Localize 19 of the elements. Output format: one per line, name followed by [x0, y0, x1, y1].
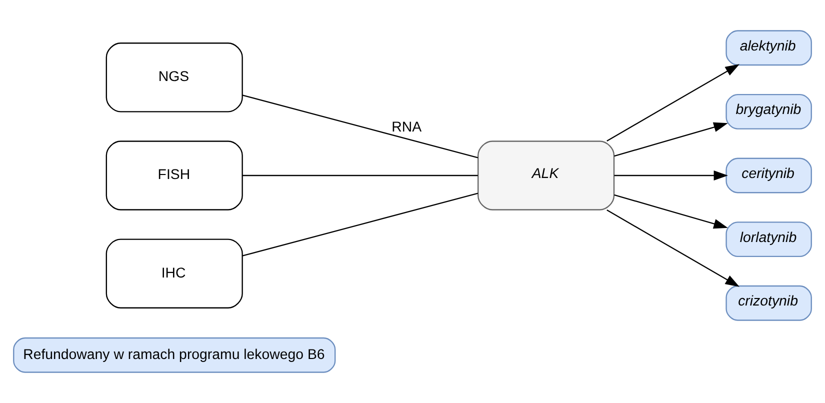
edge-label: RNA: [392, 119, 422, 136]
node-box: brygatynib: [726, 94, 812, 130]
node-box: crizotynib: [726, 285, 812, 321]
arrow: [614, 122, 728, 157]
connector: [242, 174, 478, 176]
node-box: ALK: [478, 140, 615, 210]
node-box: IHC: [106, 238, 243, 308]
connector: [242, 192, 478, 256]
connector: [242, 94, 478, 158]
node-box: lorlatynib: [726, 222, 812, 258]
node-box: NGS: [106, 42, 243, 112]
arrow: [614, 194, 728, 229]
node-box: FISH: [106, 140, 243, 210]
node-box: Refundowany w ramach programu lekowego B6: [13, 337, 336, 373]
arrow: [614, 170, 728, 180]
arrow: [606, 210, 740, 287]
arrow: [606, 64, 740, 142]
node-box: ceritynib: [726, 158, 812, 194]
node-box: alektynib: [726, 30, 812, 66]
